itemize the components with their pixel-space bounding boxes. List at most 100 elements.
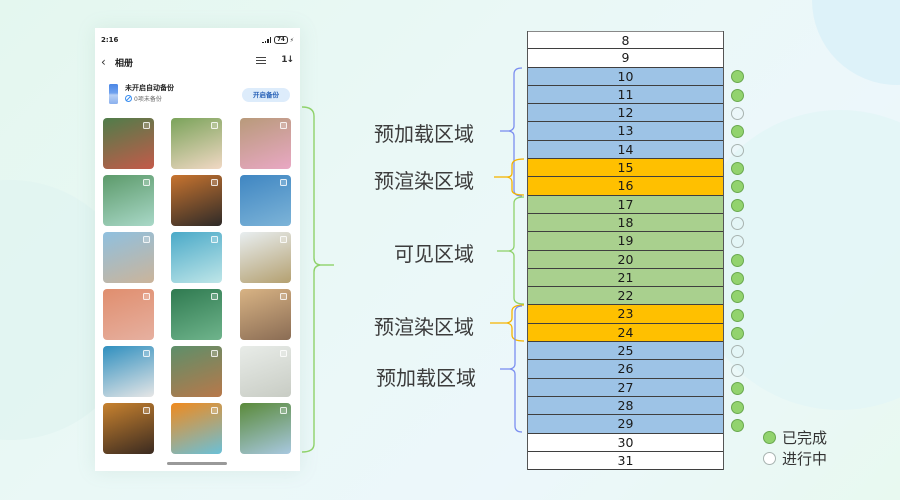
table-row-visible: 17 [528,195,723,214]
select-checkbox[interactable] [280,407,287,414]
status-time: 2:16 [101,36,119,44]
table-row-prerender: 16 [528,177,723,196]
table-row-preload: 27 [528,378,723,397]
progress-dot-icon [763,452,776,465]
select-checkbox[interactable] [211,179,218,186]
table-row-prerender: 24 [528,323,723,343]
legend-item-progress: 进行中 [763,448,827,469]
photo-thumbnail[interactable] [103,403,154,454]
background-circle [812,0,900,85]
done-dot-icon [731,272,744,286]
select-checkbox[interactable] [143,350,150,357]
label-visible: 可见区域 [394,242,474,266]
table-row-visible: 19 [528,232,723,251]
chevron-left-icon[interactable]: ‹ [101,55,106,69]
status-bar: 2:16 74 ⚡ [101,36,294,46]
done-dot-icon [731,70,744,84]
table-row-outside: 31 [528,451,723,471]
progress-dot-icon [731,345,744,359]
photo-thumbnail[interactable] [103,346,154,397]
table-row-preload: 25 [528,342,723,361]
nav-bar: ‹ 相册 1↓ [101,55,294,71]
table-row-preload: 11 [528,85,723,105]
done-dot-icon [731,88,744,102]
select-checkbox[interactable] [211,122,218,129]
photo-thumbnail[interactable] [240,289,291,340]
select-checkbox[interactable] [211,407,218,414]
select-checkbox[interactable] [280,179,287,186]
label-prerender-top: 预渲染区域 [374,169,474,193]
enable-backup-button[interactable]: 开启备份 [242,88,290,102]
table-row-preload: 12 [528,104,723,123]
done-dot-icon [731,400,744,414]
photo-thumbnail[interactable] [171,289,222,340]
table-row-visible: 18 [528,213,723,233]
select-checkbox[interactable] [280,350,287,357]
photo-thumbnail[interactable] [240,232,291,283]
done-dot-icon [731,290,744,304]
done-dot-icon [731,180,744,194]
signal-icon [262,37,272,43]
photo-thumbnail[interactable] [103,118,154,169]
done-dot-icon [731,161,744,175]
photo-thumbnail[interactable] [103,289,154,340]
select-checkbox[interactable] [280,293,287,300]
table-row-prerender: 23 [528,305,723,324]
photo-thumbnail[interactable] [103,232,154,283]
done-dot-icon [731,308,744,322]
legend: 已完成 进行中 [763,427,827,469]
table-row-visible: 22 [528,287,723,306]
sort-icon[interactable]: 1↓ [281,55,294,65]
select-checkbox[interactable] [143,293,150,300]
progress-dot-icon [731,143,744,157]
select-checkbox[interactable] [143,122,150,129]
table-row-outside: 9 [528,49,723,68]
photo-thumbnail[interactable] [171,346,222,397]
table-row-outside: 30 [528,433,723,452]
phone-visible-bracket [301,106,321,453]
backup-subtitle: 0项未备份 [125,94,162,103]
select-checkbox[interactable] [211,350,218,357]
table-row-visible: 20 [528,250,723,269]
select-checkbox[interactable] [143,407,150,414]
table-row-preload: 10 [528,67,723,86]
done-dot-icon [731,253,744,267]
photo-thumbnail[interactable] [240,346,291,397]
table-row-preload: 28 [528,396,723,416]
select-checkbox[interactable] [280,122,287,129]
table-row-preload: 14 [528,140,723,160]
select-checkbox[interactable] [211,236,218,243]
done-dot-icon [763,431,776,444]
page-title: 相册 [115,59,134,69]
backup-banner: 未开启自动备份 0项未备份 开启备份 [107,83,290,111]
table-row-preload: 29 [528,415,723,434]
photo-thumbnail[interactable] [240,175,291,226]
select-checkbox[interactable] [211,293,218,300]
photo-thumbnail[interactable] [171,232,222,283]
select-checkbox[interactable] [143,236,150,243]
progress-dot-icon [731,363,744,377]
backup-title: 未开启自动备份 [125,84,174,92]
done-dot-icon [731,125,744,139]
legend-item-done: 已完成 [763,427,827,448]
battery-icon: 74 [274,36,288,44]
home-indicator [167,462,227,465]
select-checkbox[interactable] [143,179,150,186]
charging-icon: ⚡ [289,36,294,44]
backup-count: 0项未备份 [134,96,162,103]
table-row-preload: 26 [528,360,723,379]
done-dot-icon [731,418,744,432]
photo-thumbnail[interactable] [103,175,154,226]
photo-thumbnail[interactable] [240,118,291,169]
label-preload-bottom: 预加载区域 [376,366,476,390]
table-row-preload: 13 [528,122,723,141]
photo-thumbnail[interactable] [171,175,222,226]
list-icon[interactable] [256,56,266,65]
photo-thumbnail[interactable] [171,403,222,454]
legend-done-label: 已完成 [782,429,828,447]
photo-thumbnail[interactable] [240,403,291,454]
photo-thumbnail[interactable] [171,118,222,169]
status-icons: 74 ⚡ [262,36,294,44]
label-prerender-bottom: 预渲染区域 [374,315,474,339]
select-checkbox[interactable] [280,236,287,243]
